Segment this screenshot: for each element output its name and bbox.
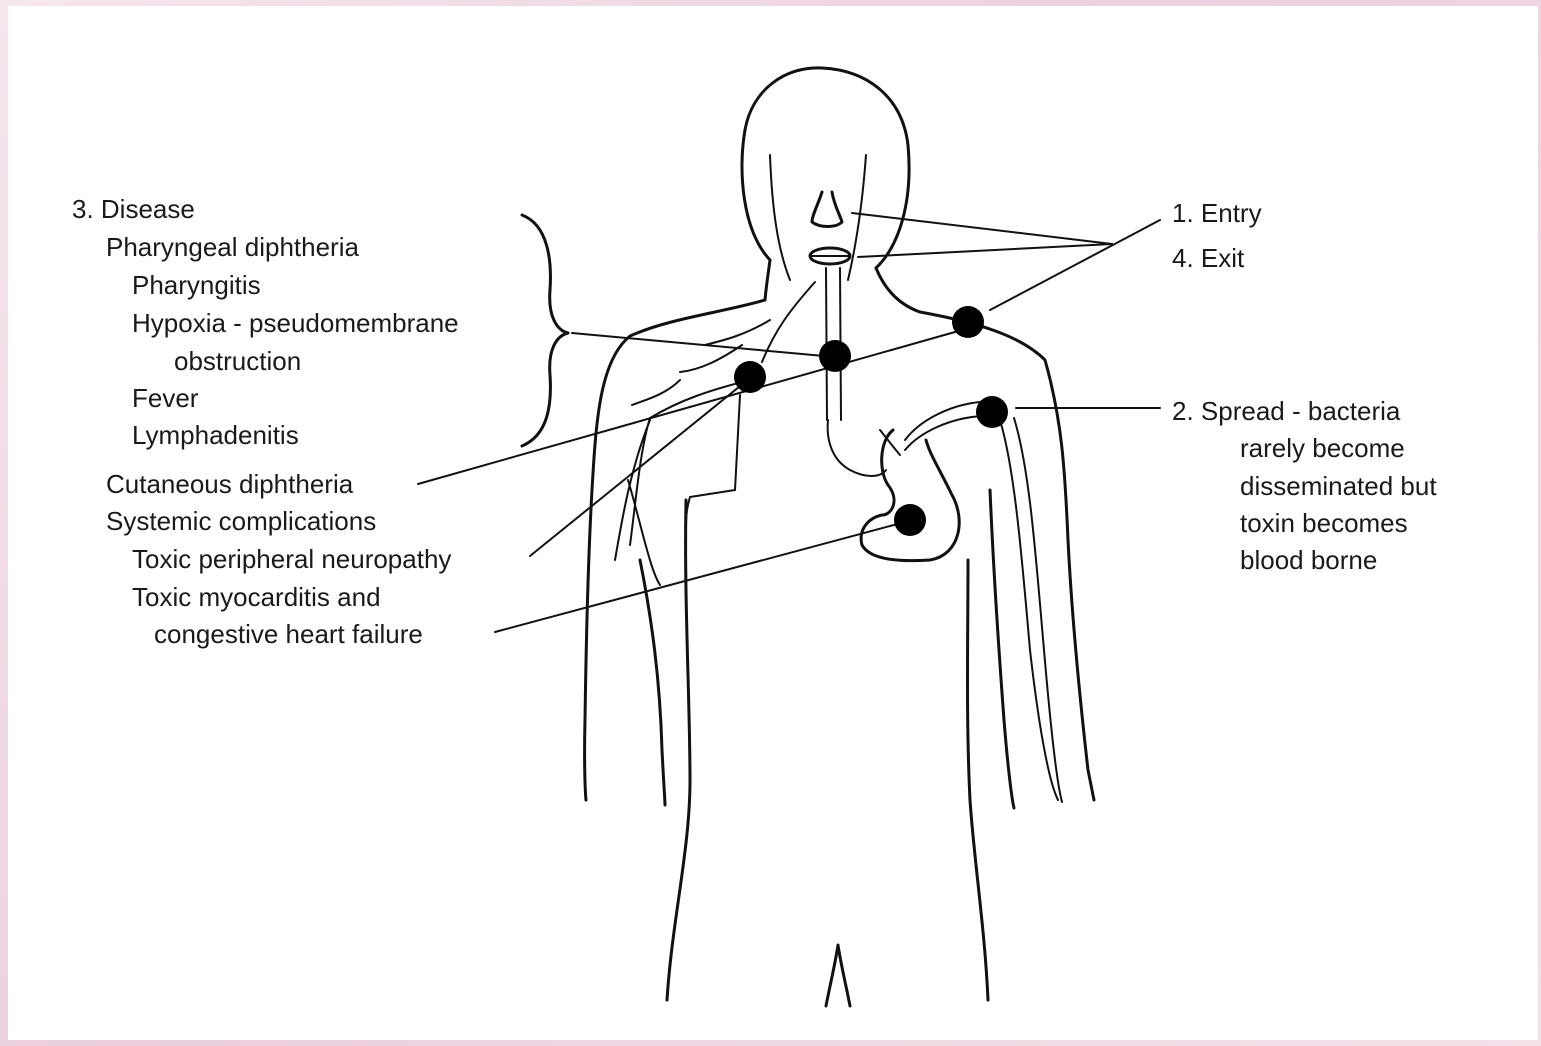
site-bloodstream [976,396,1008,428]
label-disease-heading: 3. Disease [72,194,195,224]
lymphatics [680,282,815,372]
aorta-vessel [905,402,982,450]
right-shoulder-arm-outline [920,312,1094,800]
label-lymphadenitis: Lymphadenitis [132,420,299,450]
great-vessels [828,420,900,476]
label-cutaneous-diphtheria: Cutaneous diphtheria [106,469,353,499]
left-inner-arm [640,560,665,805]
site-pharynx [819,340,851,372]
leader-neuropathy [530,378,750,556]
label-spread-line1: 2. Spread - bacteria [1172,396,1400,426]
label-pharyngitis: Pharyngitis [132,270,261,300]
label-toxic-myocarditis: Toxic myocarditis and [132,582,381,612]
site-heart [894,504,926,536]
nose-outline [812,192,842,227]
right-torso-outline [968,560,989,1000]
label-toxic-neuropathy: Toxic peripheral neuropathy [132,544,451,574]
disease-brace [522,215,568,446]
site-cutaneous-shoulder [952,306,984,338]
label-spread-line2: rarely become [1240,433,1405,463]
label-spread-line5: blood borne [1240,545,1377,575]
label-hypoxia: Hypoxia - pseudomembrane [132,308,459,338]
label-spread-line4: toxin becomes [1240,508,1408,538]
head-outline [742,68,920,312]
label-fever: Fever [132,383,198,413]
leader-disease [572,333,824,356]
leader-mouth [858,244,1112,257]
label-systemic-complications: Systemic complications [106,506,376,536]
leader-nose [852,213,1112,244]
arm-vessels [615,380,750,585]
label-spread-line3: disseminated but [1240,471,1437,501]
heart-outline [861,430,959,561]
site-lymph-node [734,361,766,393]
right-inner-arm [990,490,1014,808]
label-exit: 4. Exit [1172,243,1244,273]
label-pharyngeal-diphtheria: Pharyngeal diphtheria [106,232,359,262]
left-torso-outline [667,500,690,1000]
diagram-canvas: 3. Disease Pharyngeal diphtheria Pharyng… [8,6,1538,1040]
label-heart-failure: congestive heart failure [154,619,423,649]
leader-myocarditis [495,522,905,632]
label-obstruction: obstruction [174,346,301,376]
label-entry: 1. Entry [1172,198,1262,228]
groin-outline [826,945,850,1006]
brachial-vessel [1000,418,1062,802]
